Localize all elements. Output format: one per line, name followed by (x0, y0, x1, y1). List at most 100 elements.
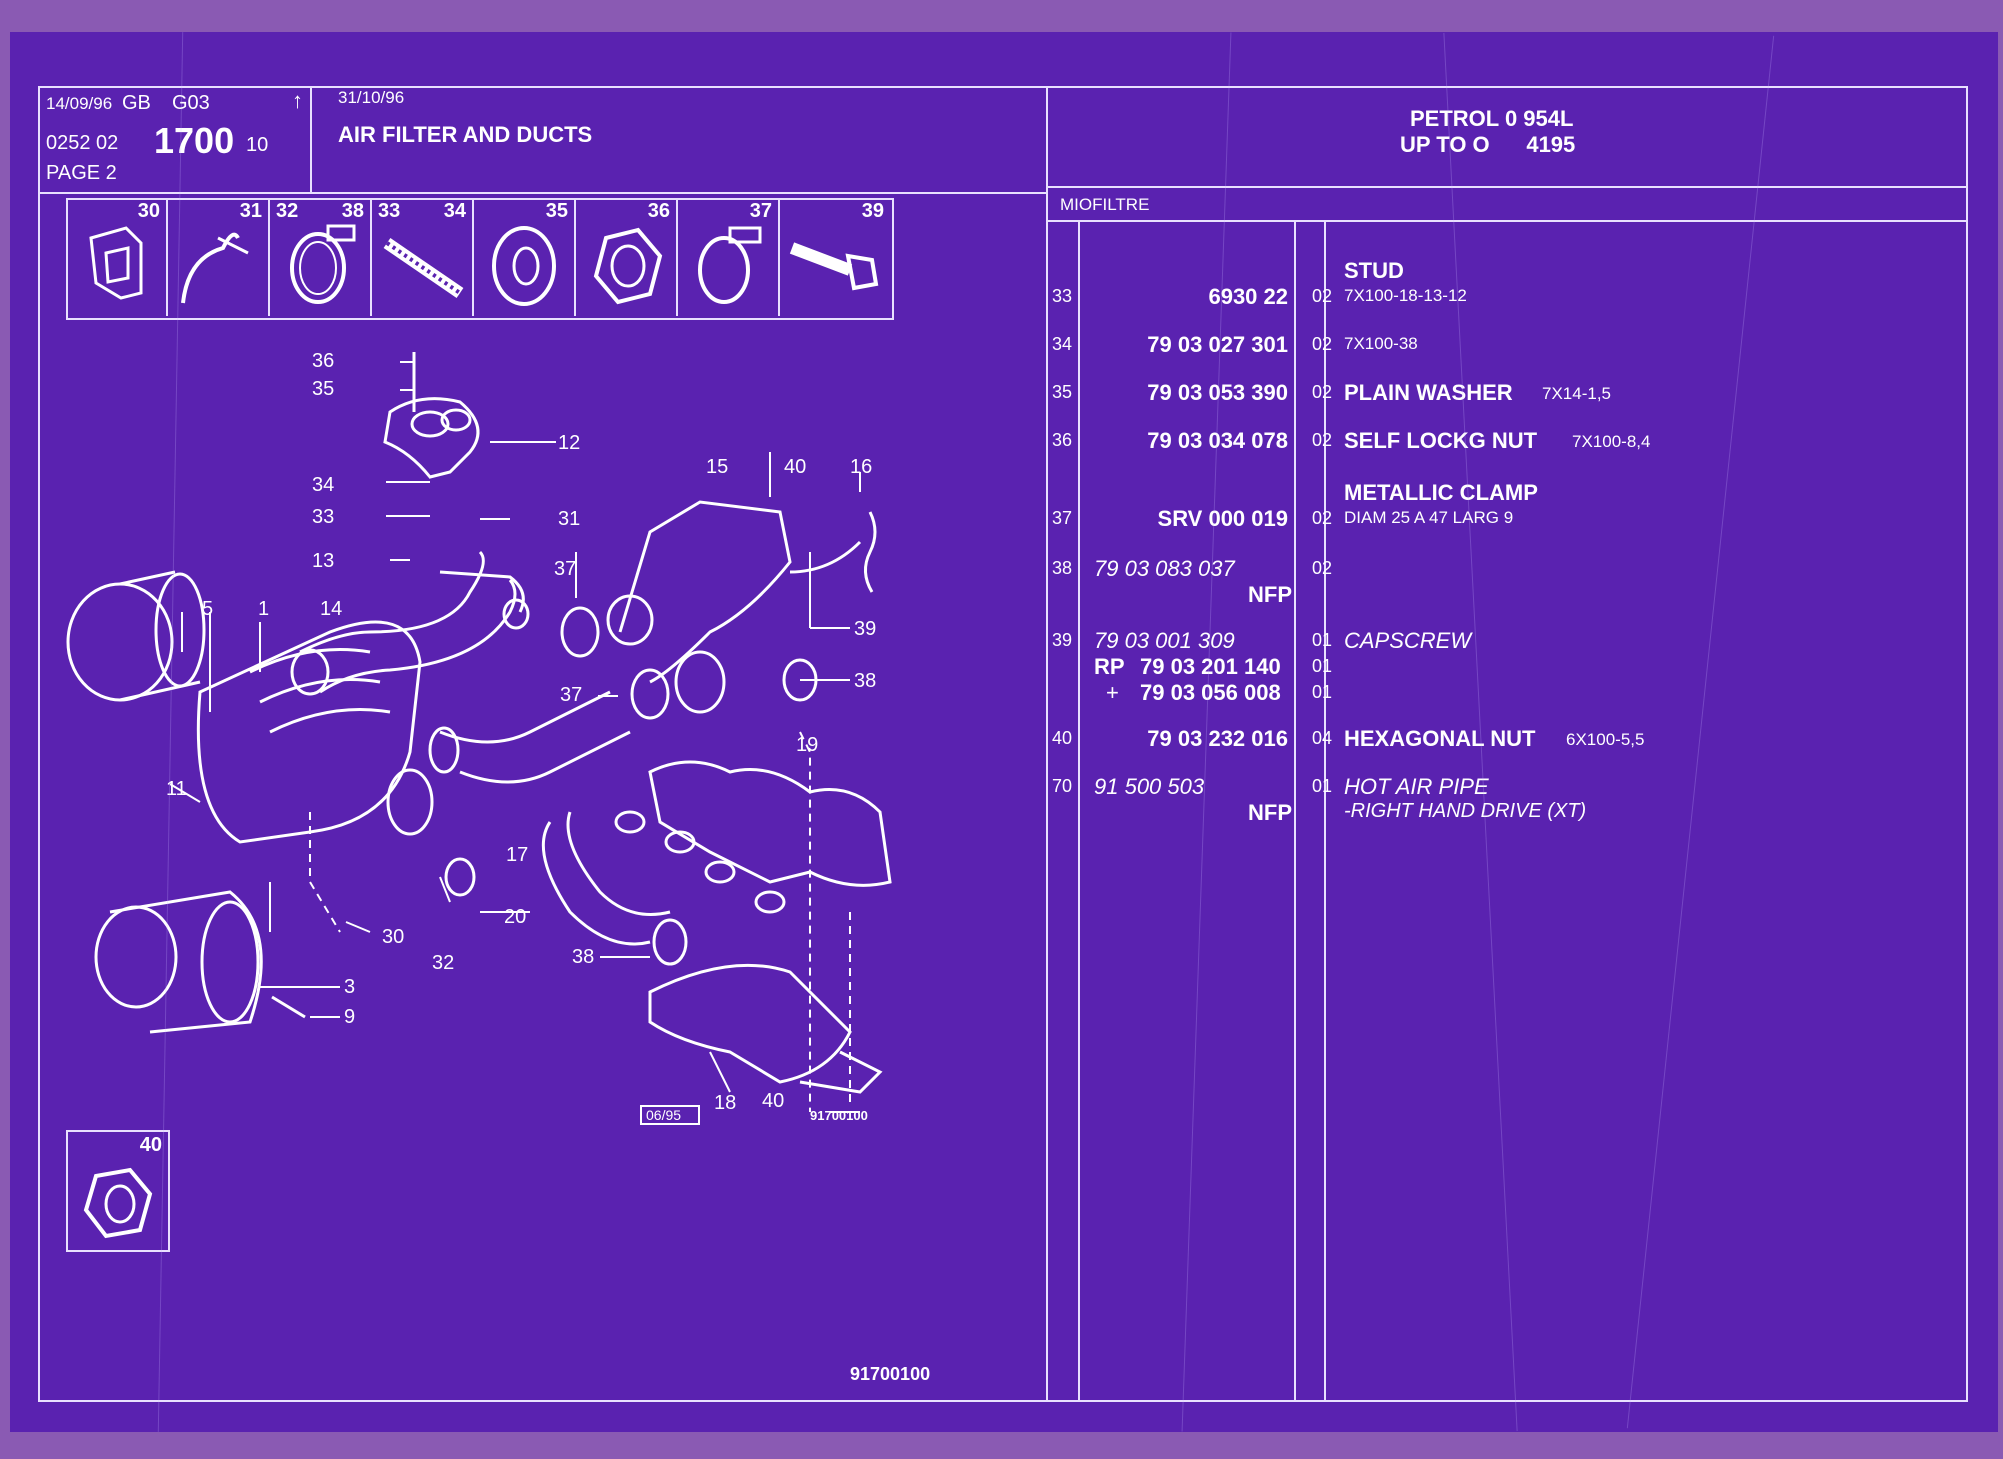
sheet-bottom-ref: 91700100 (850, 1364, 931, 1384)
ref-main: 1700 (154, 120, 235, 161)
engine-line-2: UP TO O 4195 (1400, 132, 1576, 157)
part-row-40[interactable]: 40 79 03 232 016 04 HEXAGONAL NUT 6X100-… (1052, 726, 1972, 760)
part-row-37[interactable]: 37 SRV 000 019 02 METALLIC CLAMP DIAM 25… (1052, 478, 1972, 538)
sheet-frame (38, 86, 1968, 1402)
date-right: 31/10/96 (338, 88, 405, 107)
callout-35: 35 (312, 378, 335, 400)
callout-34: 34 (312, 474, 335, 496)
callout-39: 39 (854, 618, 877, 640)
clip-icon (89, 226, 143, 300)
hose-clip-icon (181, 232, 249, 304)
thumb-32-38[interactable]: 38 32 (270, 198, 372, 316)
part-name: STUD (1344, 258, 1404, 283)
part-number: 91 500 503 (1094, 774, 1205, 799)
part-name: HEXAGONAL NUT (1344, 726, 1536, 751)
callout-37-top: 37 (554, 558, 577, 580)
part-row-39[interactable]: 39 79 03 001 309 01 CAPSCREW RP 79 03 20… (1052, 628, 1972, 708)
quantity: 01 (1312, 776, 1333, 796)
quantity: 02 (1312, 508, 1333, 528)
part-number: 79 03 001 309 (1094, 628, 1235, 653)
callout-14: 14 (320, 598, 343, 620)
part-name: PLAIN WASHER (1344, 380, 1513, 405)
callout-15: 15 (706, 456, 729, 478)
section-title: AIR FILTER AND DUCTS (338, 122, 593, 147)
page-number: PAGE 2 (46, 162, 117, 184)
callout-18: 18 (714, 1092, 737, 1114)
part-number: SRV 000 019 (1157, 506, 1288, 531)
part-row-70[interactable]: 70 91 500 503 NFP 01 HOT AIR PIPE -RIGHT… (1052, 774, 1972, 830)
hose-20 (541, 821, 651, 946)
line-number: 33 (1052, 286, 1073, 306)
clamp-37-b (630, 668, 670, 720)
hot-air-scoop-18 (648, 963, 852, 1084)
thumb-37[interactable]: 37 (678, 198, 780, 316)
column-divider-qty (1294, 220, 1296, 1400)
intake-elbow-12 (383, 397, 480, 479)
engine-line-1: PETROL 0 954L (1410, 106, 1574, 131)
part-number: 79 03 053 390 (1147, 380, 1288, 405)
part-spec: 7X14-1,5 (1542, 384, 1611, 403)
part-spec: DIAM 25 A 47 LARG 9 (1344, 508, 1514, 527)
quantity: 01 (1312, 630, 1333, 650)
duct-15 (618, 500, 792, 684)
capscrew-icon (789, 242, 879, 291)
part-number: 79 03 034 078 (1147, 428, 1288, 453)
part-spec: 7X100-8,4 (1572, 432, 1651, 451)
callout-40-bottom: 40 (762, 1090, 785, 1112)
part-row-35[interactable]: 35 79 03 053 390 02 PLAIN WASHER 7X14-1,… (1052, 380, 1972, 414)
part-row-36[interactable]: 36 79 03 034 078 02 SELF LOCKG NUT 7X100… (1052, 428, 1972, 462)
thumb-30[interactable]: 30 (66, 198, 168, 316)
thumb-40[interactable]: 40 (66, 1130, 170, 1252)
callout-33: 33 (312, 506, 335, 528)
quantity: 04 (1312, 728, 1333, 748)
date-left: 14/09/96 (46, 94, 113, 113)
quantity: 02 (1312, 334, 1333, 354)
supplier-name: MIOFILTRE (1060, 195, 1150, 214)
line-number: 34 (1052, 334, 1073, 354)
up-arrow: ↑ (292, 88, 303, 113)
clamp-37-a (560, 606, 600, 658)
clamp-icon (698, 226, 762, 304)
quantity: 02 (1312, 558, 1333, 578)
diagram-ref-code: 91700100 (810, 1108, 868, 1123)
part-row-33[interactable]: 33 6930 22 02 STUD 7X100-18-13-12 (1052, 224, 1972, 309)
diagram-date-box (640, 1105, 700, 1125)
part-spec: 7X100-38 (1344, 334, 1418, 353)
thumb-36[interactable]: 36 (576, 198, 678, 316)
spring-16 (864, 511, 877, 593)
callout-19: 19 (796, 734, 819, 756)
callout-30: 30 (382, 926, 405, 948)
callout-40-top: 40 (784, 456, 807, 478)
callout-37-mid: 37 (560, 684, 583, 706)
exploded-parts-diagram (66, 352, 892, 1125)
stud-icon (383, 238, 464, 298)
column-divider-desc (1324, 220, 1326, 1400)
ref-suffix: 10 (246, 134, 269, 156)
thumb-33-34[interactable]: 34 33 (372, 198, 474, 316)
callout-20: 20 (504, 906, 527, 928)
line-number: 70 (1052, 776, 1073, 796)
quantity: 02 (1312, 430, 1333, 450)
part-row-38[interactable]: 38 79 03 083 037 NFP 02 (1052, 556, 1972, 610)
part-row-34[interactable]: 34 79 03 027 301 02 7X100-38 (1052, 332, 1972, 366)
group-code: G03 (172, 92, 210, 114)
diagram-artwork (66, 352, 892, 1113)
column-divider-part (1078, 220, 1080, 1400)
diagram-date: 06/95 (646, 1107, 682, 1123)
additional-prefix: + (1106, 680, 1119, 705)
screw-9 (271, 995, 306, 1019)
thumb-31[interactable]: 31 (168, 198, 270, 316)
clamp-32 (444, 857, 476, 897)
quantity: 02 (1312, 286, 1333, 306)
thumb-35[interactable]: 35 (474, 198, 576, 316)
thumb-39[interactable]: 39 (780, 198, 890, 316)
callout-13: 13 (312, 550, 335, 572)
line-number: 39 (1052, 630, 1073, 650)
part-number: 79 03 027 301 (1147, 332, 1288, 357)
line-number: 40 (1052, 728, 1073, 748)
line-number: 37 (1052, 508, 1073, 528)
callout-38-bottom: 38 (572, 946, 595, 968)
heat-shield-19 (648, 760, 892, 887)
callout-31: 31 (558, 508, 581, 530)
callout-32: 32 (432, 952, 455, 974)
